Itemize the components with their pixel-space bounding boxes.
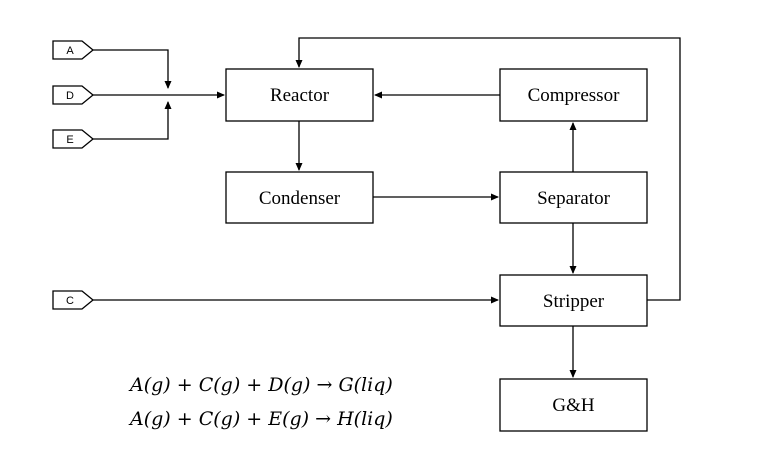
reactor-box: Reactor (225, 68, 374, 122)
compressor-label: Compressor (528, 85, 621, 106)
separator-box: Separator (499, 171, 648, 224)
products-box: G&H (499, 378, 648, 432)
compressor-box: Compressor (499, 68, 648, 122)
feed-e-tag: E (52, 129, 95, 149)
feed-c-tag: C (52, 290, 95, 310)
stripper-box: Stripper (499, 274, 648, 327)
stripper-label: Stripper (543, 291, 605, 312)
products-label: G&H (552, 395, 595, 416)
reaction-equation-1: A(g) + C(g) + D(g) → G(liq) (128, 374, 393, 396)
reactor-label: Reactor (270, 85, 330, 106)
feed-c-label: C (66, 295, 74, 307)
condenser-box: Condenser (225, 171, 374, 224)
feed-d-label: D (66, 90, 74, 102)
feed-a-label: A (66, 45, 74, 57)
stripper-recycle-to-reactor-arrow (295, 37, 681, 301)
feed-e-label: E (66, 134, 73, 146)
feed-e-line (93, 101, 172, 140)
feed-d-tag: D (52, 85, 95, 105)
separator-label: Separator (537, 188, 610, 209)
feed-a-tag: A (52, 40, 95, 60)
reaction-equation-2: A(g) + C(g) + E(g) → H(liq) (128, 408, 393, 430)
condenser-label: Condenser (259, 188, 341, 209)
feed-a-line (93, 49, 172, 89)
